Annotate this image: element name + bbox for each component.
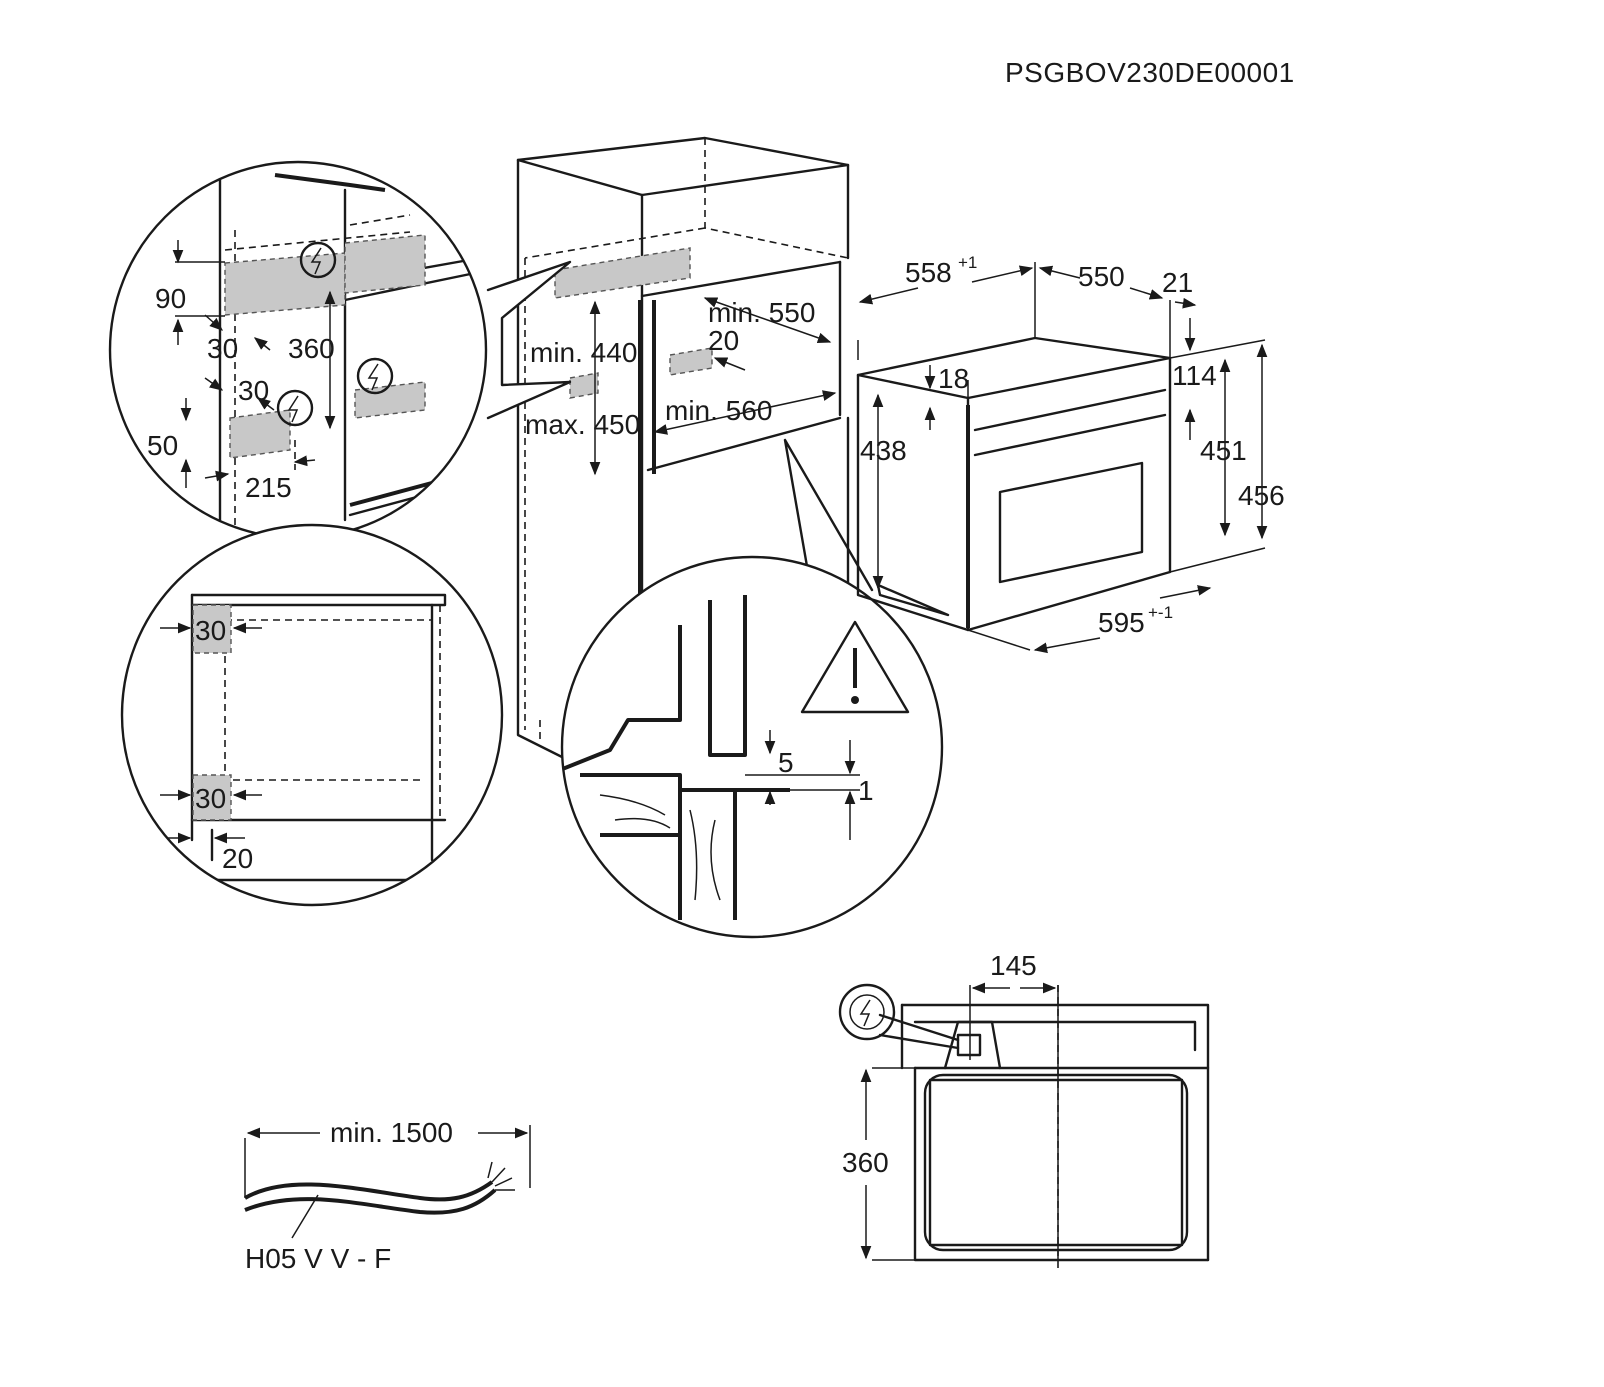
cabinet-drawing: min. 550 20 min. 440 max. 450 min. 560 — [516, 136, 850, 762]
detail-circle-top: 90 30 360 30 50 215 — [108, 160, 488, 540]
electric-connection-icon — [356, 357, 394, 395]
cable-drawing: min. 1500 H05 V V - F — [244, 1117, 531, 1274]
label-558-tolerance: +1 — [958, 253, 977, 272]
label-20: 20 — [222, 843, 253, 874]
label-21: 21 — [1162, 267, 1193, 298]
label-30-a: 30 — [207, 333, 238, 364]
label-30-b: 30 — [238, 375, 269, 406]
label-360: 360 — [288, 333, 335, 364]
label-595: 595 — [1098, 607, 1145, 638]
label-114: 114 — [1172, 360, 1217, 391]
label-50: 50 — [147, 430, 178, 461]
electric-connection-icon — [299, 241, 337, 279]
label-215: 215 — [245, 472, 292, 503]
electric-connection-icon — [276, 389, 314, 427]
back-view-drawing: 145 360 — [838, 950, 1210, 1270]
label-min-1500: min. 1500 — [330, 1117, 453, 1148]
label-360: 360 — [842, 1147, 889, 1178]
detail-circle-side: 30 30 20 — [120, 523, 504, 907]
callout-wedge-top — [486, 260, 572, 420]
label-595-tolerance: +-1 — [1148, 603, 1173, 622]
label-90: 90 — [155, 283, 186, 314]
label-438: 438 — [860, 435, 907, 466]
label-558: 558 — [905, 257, 952, 288]
label-5: 5 — [778, 747, 794, 778]
label-cable-type: H05 V V - F — [245, 1243, 391, 1274]
oven-drawing: 558 +1 550 21 18 114 438 451 456 595 +-1 — [856, 253, 1285, 654]
label-min-560: min. 560 — [665, 395, 772, 426]
label-1: 1 — [858, 775, 874, 806]
label-18: 18 — [938, 363, 969, 394]
label-550: 550 — [1078, 261, 1125, 292]
label-min-550: min. 550 — [708, 297, 815, 328]
document-code: PSGBOV230DE00001 — [1005, 57, 1295, 88]
detail-circle-gap: 5 1 — [560, 555, 944, 939]
label-451: 451 — [1200, 435, 1247, 466]
label-min-440: min. 440 — [530, 337, 637, 368]
label-30-bottom: 30 — [195, 783, 226, 814]
warning-triangle-icon — [800, 620, 910, 714]
label-456: 456 — [1238, 480, 1285, 511]
label-max-450: max. 450 — [525, 409, 640, 440]
label-145: 145 — [990, 950, 1037, 981]
label-20: 20 — [708, 325, 739, 356]
electric-connection-icon — [838, 983, 896, 1041]
label-30-top: 30 — [195, 615, 226, 646]
